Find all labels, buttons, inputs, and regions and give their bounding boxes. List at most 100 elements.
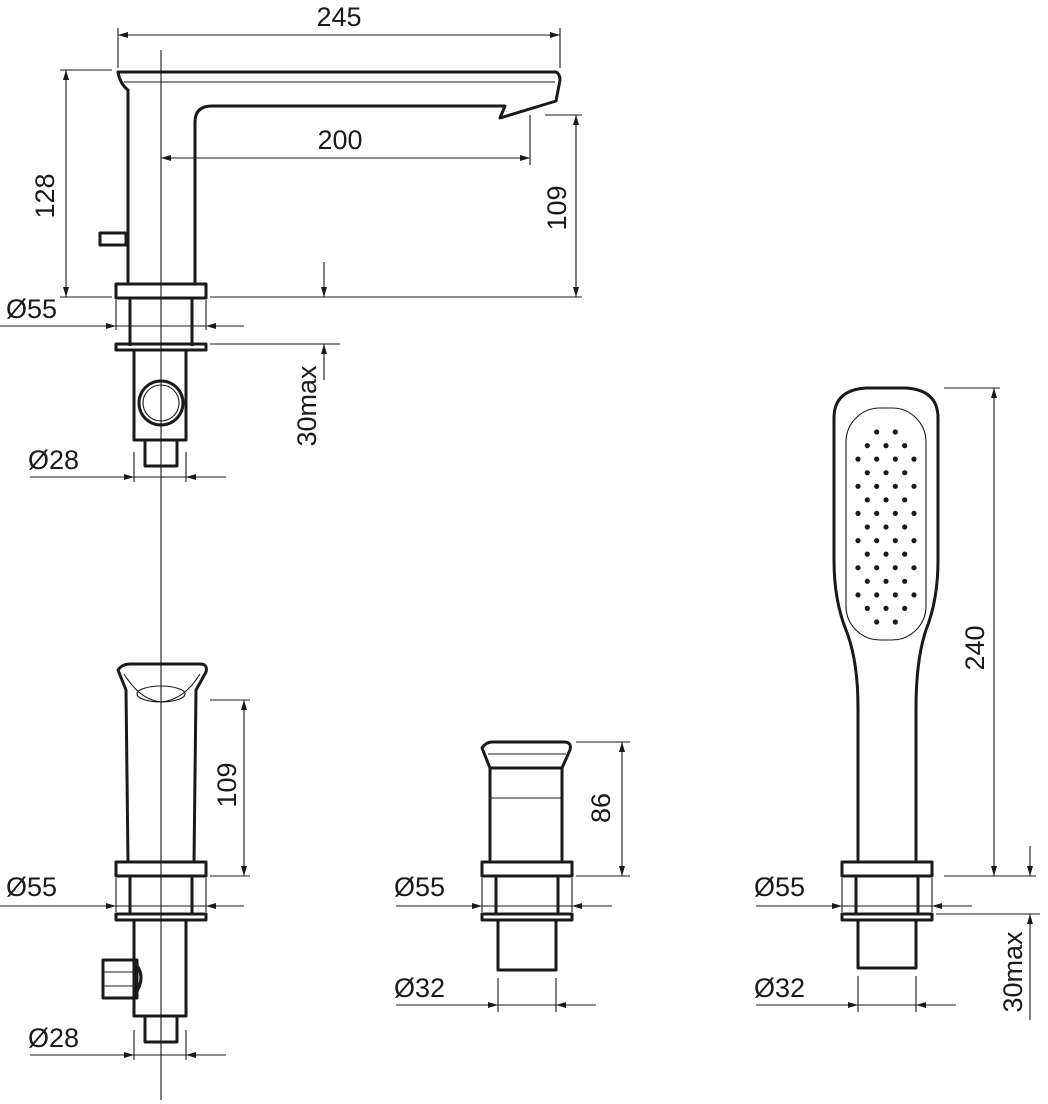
hand-shower-base-flange [840,860,934,878]
spray-nozzle [864,578,870,584]
spray-nozzle [911,538,917,544]
spray-nozzle [864,497,870,503]
mixer-handle-recess [136,685,186,703]
spray-nozzle [883,578,889,584]
label-spout-height: 128 [30,173,60,218]
spray-nozzle [864,524,870,530]
spray-nozzle [911,456,917,462]
dimension-deck-thickness-1: 30max [210,262,340,447]
hand-shower [832,386,940,970]
spray-nozzle [855,456,861,462]
dimension-spout-base-dia: Ø55 [0,294,244,330]
label-spout-inlet-dia: Ø28 [28,445,79,475]
spray-nozzle [874,456,880,462]
label-diverter-base-dia: Ø55 [394,872,445,902]
spray-nozzle [864,443,870,449]
label-handshower-base-dia: Ø55 [754,872,805,902]
spray-nozzle [902,605,908,612]
spray-nozzle [902,470,908,476]
spray-nozzle [883,605,889,612]
spray-nozzle [874,592,880,598]
spray-nozzle [874,510,880,516]
label-mixer-base-dia: Ø55 [6,872,57,902]
spout-body [116,70,562,286]
dimension-spout-projection: 200 [161,115,531,165]
mixer-handle-bowl [123,673,201,703]
spray-nozzle [883,524,889,530]
spray-nozzle [864,470,870,476]
mixer-base-flange [114,860,208,878]
hand-shower-body [832,386,940,862]
spray-nozzle [892,619,898,625]
spray-nozzle [883,497,889,503]
dimension-spout-reach: 245 [117,2,561,68]
dimension-spout-height: 128 [30,69,112,298]
dimension-mixer-height: 109 [210,699,250,877]
diverter-head [480,740,572,770]
label-diverter-shank-dia: Ø32 [394,973,445,1003]
label-diverter-height: 86 [586,793,616,823]
spray-nozzle [892,565,898,571]
label-deck-thickness-2: 30max [998,931,1028,1013]
mixer-body [116,662,208,864]
spray-nozzle [864,605,870,612]
spray-nozzle [855,592,861,598]
dimension-spout-outlet-height: 109 [210,114,582,298]
spout-base-flange [114,282,208,300]
dimension-handshower-length: 240 [944,387,1036,877]
spray-nozzle [883,551,889,557]
spray-nozzle [902,443,908,449]
label-deck-thickness-1: 30max [292,365,322,447]
label-handshower-shank-dia: Ø32 [754,973,805,1003]
spray-nozzle [874,619,880,625]
spray-nozzle [911,565,917,571]
spray-nozzle [883,470,889,476]
label-spout-reach: 245 [316,2,361,32]
spray-nozzle [902,578,908,584]
spray-nozzle [902,497,908,503]
mixer [101,662,208,1044]
dimension-handshower-shank-dia: Ø32 [754,973,956,1012]
spray-nozzle [874,483,880,489]
spray-nozzle [855,565,861,571]
dimension-handshower-base-dia: Ø55 [754,872,972,912]
dimension-mixer-inlet-dia: Ø28 [28,1023,226,1060]
label-mixer-height: 109 [212,762,242,807]
spray-nozzle [911,510,917,516]
diverter [480,740,574,972]
spray-nozzle [855,538,861,544]
label-handshower-length: 240 [960,625,990,670]
spout [98,70,562,468]
spout-connector-port-inner [142,384,180,422]
spout-connector-port-outer [137,379,185,427]
hand-shower-shank [856,918,918,970]
dimension-spout-inlet-dia: Ø28 [28,445,226,482]
mixer-connector-body [132,918,188,1018]
dimension-diverter-height: 86 [576,741,630,877]
dimension-diverter-shank-dia: Ø32 [394,973,596,1012]
spray-nozzle [874,565,880,571]
spray-nozzle [892,538,898,544]
spray-nozzle [855,483,861,489]
label-spout-base-dia: Ø55 [6,294,57,324]
label-mixer-inlet-dia: Ø28 [28,1023,79,1053]
dimension-diverter-base-dia: Ø55 [394,872,612,912]
spray-nozzle [874,429,880,435]
diverter-base-flange [480,860,574,878]
spray-nozzle [892,592,898,598]
diverter-shank [496,918,558,972]
spray-nozzle [902,551,908,557]
spout-inlet-tail [143,438,179,468]
label-spout-outlet-height: 109 [542,185,572,230]
spray-nozzle [911,592,917,598]
label-spout-projection: 200 [317,125,362,155]
hand-shower-nozzles [855,429,917,625]
spray-nozzle [902,524,908,530]
spray-nozzle [892,429,898,435]
spray-nozzle [892,510,898,516]
spout-lever-stub [98,231,128,247]
spray-nozzle [892,456,898,462]
mixer-side-nut [101,958,139,1000]
diverter-body [488,766,564,864]
